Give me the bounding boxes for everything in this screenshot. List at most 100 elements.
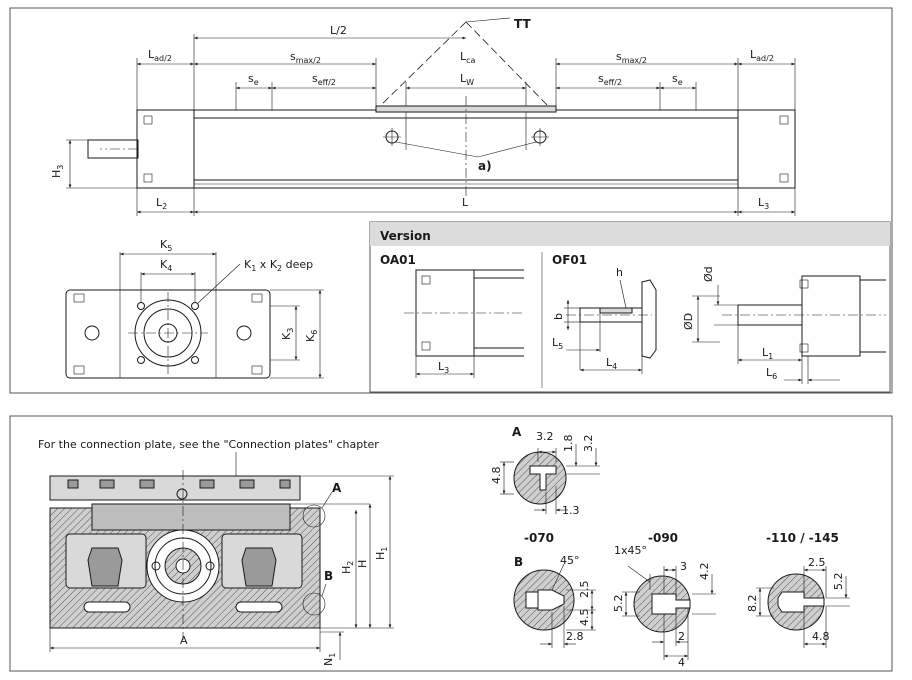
version-title: Version (380, 229, 431, 243)
dim-lw-sub: W (466, 78, 474, 87)
detail-b110-d4: 4.8 (812, 630, 830, 643)
dim-se-right-sub: e (678, 78, 683, 87)
svg-text:smax/2: smax/2 (290, 50, 321, 65)
detail-b-label: B (514, 555, 523, 569)
detail-a: A 3.2 1.8 3.2 4.8 1.3 (490, 425, 600, 517)
dim-l: L (462, 196, 469, 209)
svg-text:L1: L1 (762, 346, 773, 361)
svg-text:H2: H2 (340, 561, 355, 574)
dim-k2-sub: 2 (277, 264, 282, 273)
section-label-b: B (324, 569, 333, 583)
detail-b110-d3: 8.2 (746, 595, 759, 613)
dim-b: b (552, 313, 565, 320)
dim-k4: K (160, 258, 168, 271)
dim-phi-D: ØD (682, 313, 695, 330)
dim-smax-right-sub: max/2 (622, 56, 647, 65)
detail-a-label: A (512, 425, 522, 439)
detail-b070-d3: 2.8 (566, 630, 584, 643)
variant-070-label: -070 (524, 531, 554, 545)
detail-a-d4: 4.8 (490, 467, 503, 485)
variant-090-label: -090 (648, 531, 678, 545)
dim-h3: H (50, 170, 63, 178)
detail-a-d3: 3.2 (582, 435, 595, 453)
dim-h2-sub: 2 (346, 561, 355, 566)
dim-k5-sub: 5 (167, 244, 172, 253)
dim-k1-sub: 1 (251, 264, 256, 273)
svg-text:H3: H3 (50, 165, 65, 178)
dim-smax-left-sub: max/2 (296, 56, 321, 65)
detail-a-d1: 3.2 (536, 430, 554, 443)
svg-text:K6: K6 (304, 330, 319, 342)
detail-b110-d1: 2.5 (808, 556, 826, 569)
variant-110-label: -110 / -145 (766, 531, 839, 545)
dim-n1: N (322, 658, 335, 666)
end-view: K5 K4 K1 x K2 deep K3 K6 (65, 238, 324, 379)
dim-k1: K (244, 258, 252, 271)
detail-b-070: -070 B 45° 2.5 4.5 2.8 (513, 531, 596, 648)
dim-l2-sub: 2 (162, 202, 167, 211)
svg-text:L3: L3 (438, 360, 449, 375)
dim-seff-left-sub: eff/2 (318, 78, 336, 87)
dim-seff-left: s (312, 72, 318, 85)
dim-smax-left: s (290, 50, 296, 63)
dim-h: H (356, 560, 369, 568)
dim-l4: L (606, 356, 613, 369)
dim-lad-right-sub: ad/2 (756, 54, 774, 63)
dim-l5-sub: 5 (558, 342, 563, 351)
detail-b-090: -090 1x45° 3 4.2 5.2 2 4 (612, 531, 716, 669)
tt-load-triangle: TT (375, 17, 553, 111)
svg-text:L5: L5 (552, 336, 563, 351)
dim-l1: L (762, 346, 769, 359)
dim-oa01-l3: L (438, 360, 445, 373)
dim-lca-sub: ca (466, 56, 475, 65)
dim-phi-d: Ød (702, 266, 715, 282)
svg-text:K5: K5 (160, 238, 172, 253)
detail-b090-d4: 2 (678, 630, 685, 643)
dim-a-width: A (180, 634, 188, 647)
version-box: Version OA01 OF01 L3 h b L5 L4 (369, 221, 891, 393)
detail-b110-d2: 5.2 (832, 573, 845, 591)
top-dimensions: L/2 Lad/2 smax/2 Lca smax/2 Lad/2 se sef… (136, 24, 796, 150)
dim-h3-sub: 3 (56, 165, 65, 170)
svg-text:seff/2: seff/2 (598, 72, 622, 87)
detail-b090-d5: 4 (678, 656, 685, 669)
svg-text:smax/2: smax/2 (616, 50, 647, 65)
module-side-view: a) H3 L2 L L3 (50, 96, 796, 216)
svg-text:Lad/2: Lad/2 (750, 48, 774, 63)
detail-b090-d3: 5.2 (612, 595, 625, 613)
detail-b070-d2: 4.5 (578, 609, 591, 627)
detail-b070-d1: 2.5 (578, 581, 591, 599)
dim-l6: L (766, 366, 773, 379)
detail-b090-chamfer: 1x45° (614, 544, 647, 557)
dim-oa01-l3-sub: 3 (444, 366, 449, 375)
dim-l2: L (156, 196, 163, 209)
dim-l3: L (758, 196, 765, 209)
dim-l1-sub: 1 (768, 352, 773, 361)
dim-h: h (616, 266, 623, 279)
dim-n1-sub: 1 (328, 653, 337, 658)
dim-se-right: s (672, 72, 678, 85)
svg-text:seff/2: seff/2 (312, 72, 336, 87)
detail-a-d5: 1.3 (562, 504, 580, 517)
dim-k1k2-x: x K (256, 258, 278, 271)
dim-l-half: L/2 (330, 24, 347, 37)
detail-a-d2: 1.8 (562, 435, 575, 453)
dim-l6-sub: 6 (772, 372, 777, 381)
detail-b070-angle: 45° (560, 554, 580, 567)
svg-text:Lca: Lca (460, 50, 476, 65)
tt-label: TT (514, 17, 531, 31)
dim-h2: H (340, 566, 353, 574)
svg-text:se: se (672, 72, 683, 87)
detail-b-110-145: -110 / -145 2.5 5.2 8.2 4.8 (746, 531, 850, 648)
dim-k3: K (280, 332, 293, 340)
svg-text:N1: N1 (322, 653, 337, 666)
dim-lad-right: L (750, 48, 757, 61)
svg-text:LW: LW (460, 72, 474, 87)
dim-k6: K (304, 334, 317, 342)
dim-lw: L (460, 72, 467, 85)
detail-b090-d2: 4.2 (698, 563, 711, 581)
dim-h1-sub: 1 (380, 547, 389, 552)
dim-k6-sub: 6 (310, 330, 319, 335)
profile-cross-section: A B H2 H H1 A N1 (49, 452, 394, 666)
